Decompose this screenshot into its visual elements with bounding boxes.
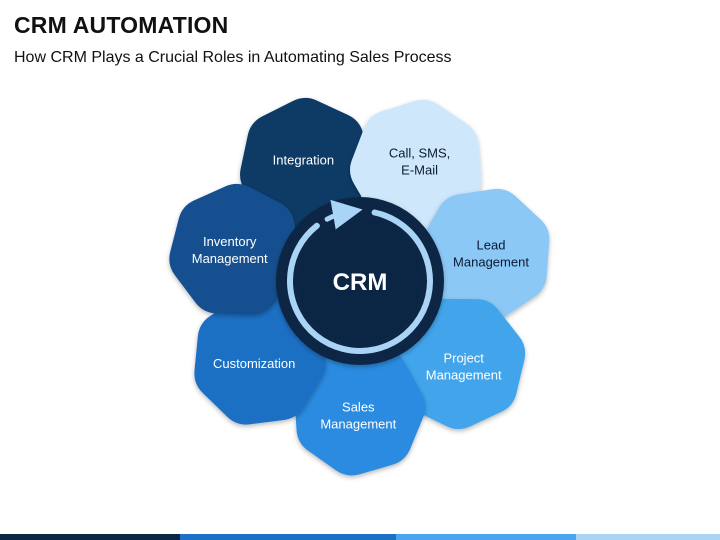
petal-shape [169,183,302,315]
crm-hub: CRM [276,197,444,365]
cycle-ring [287,209,433,354]
petal-integration: Integration [240,97,373,229]
center-label: CRM [333,269,388,296]
petal-label: Project [443,350,484,365]
petal-label: Management [192,251,268,266]
petal-label: Integration [273,153,334,168]
hub-inner-circle [298,219,422,343]
petal-label: Management [426,367,502,382]
petal-label: Call, SMS, [389,146,450,161]
cycle-arrow-icon [324,199,363,230]
page-subtitle: How CRM Plays a Crucial Roles in Automat… [14,49,452,66]
petal-shape [240,97,373,229]
footer-segment [0,534,180,540]
petal-label: Inventory [203,234,257,249]
petal-label: Management [453,254,529,269]
petal-shape [294,343,426,476]
footer-bar [0,534,720,540]
footer-segment [180,534,396,540]
petal-shape [418,188,550,321]
petal-label: E-Mail [401,163,438,178]
petal-label: Customization [213,356,295,371]
footer-segment [576,534,720,540]
petal-label: Lead [477,237,506,252]
page-title: CRM AUTOMATION [14,12,229,38]
petal-label: Sales [342,400,375,415]
petal-label: Management [320,417,396,432]
footer-segment [396,534,576,540]
